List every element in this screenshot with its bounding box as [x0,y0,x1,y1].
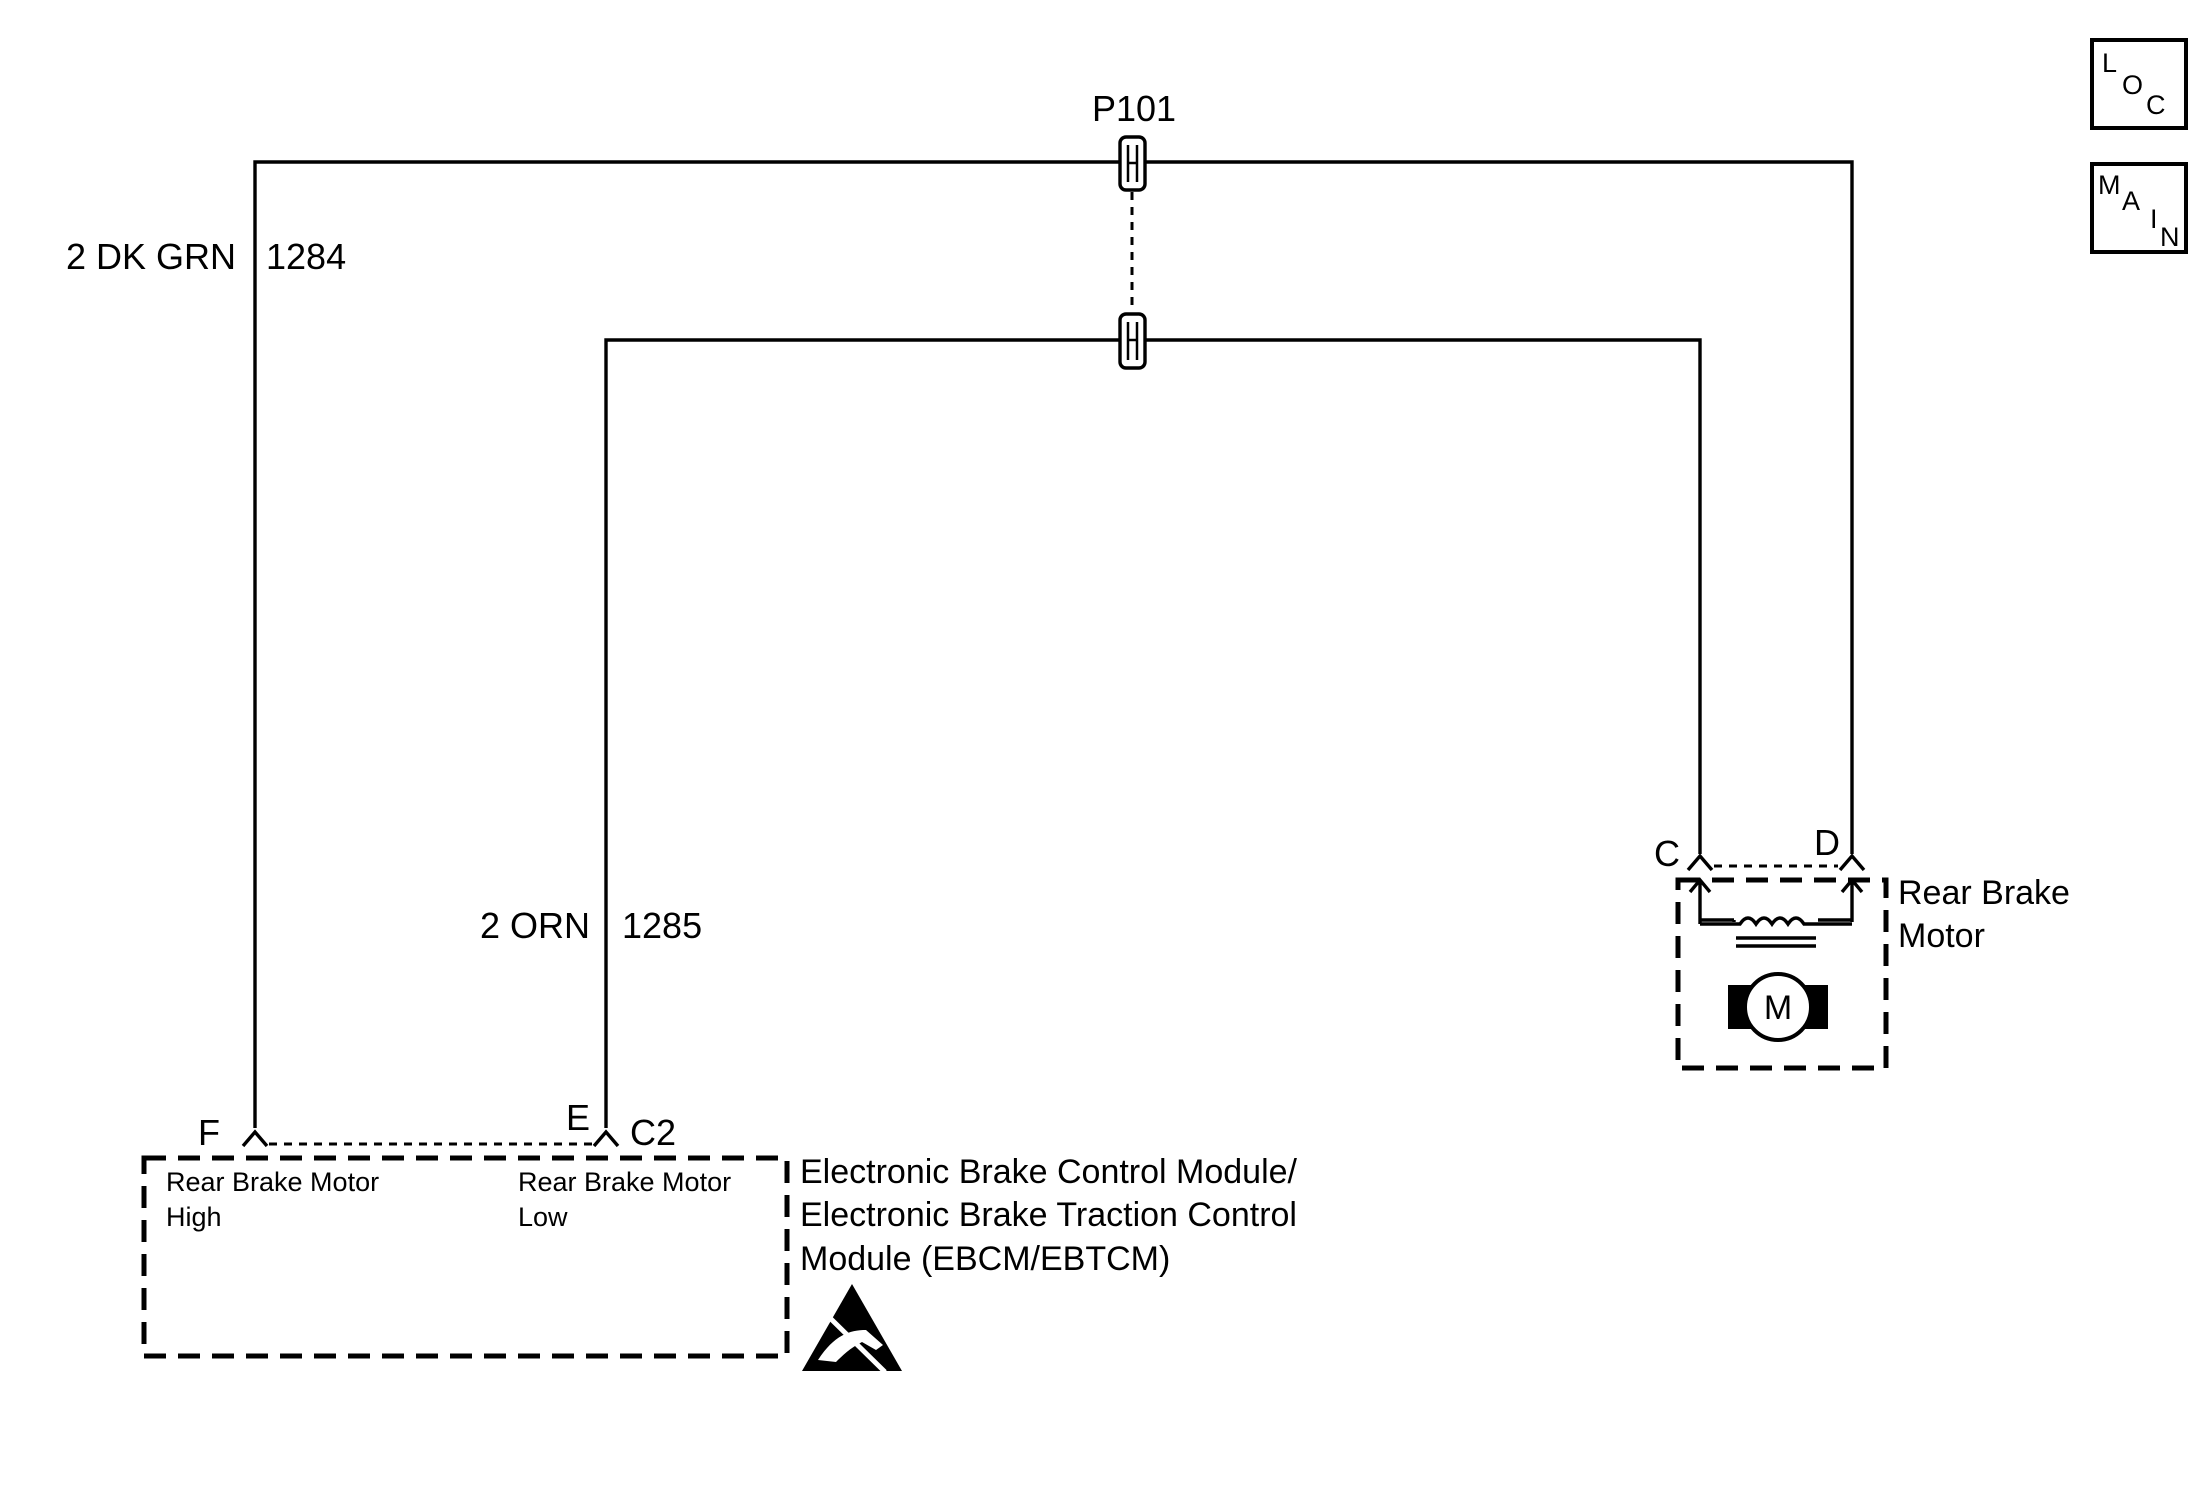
loc-button[interactable]: L O C [2090,38,2188,130]
ebcm-module [141,1129,790,1359]
ebcm-pin-f-terminal [241,1129,269,1148]
wire-1284-color: 2 DK GRN [66,236,236,277]
main-letter-m: M [2098,170,2121,200]
ebcm-pin-e-label: E [566,1097,590,1138]
ebcm-name-line1: Electronic Brake Control Module/ [800,1153,1298,1191]
wire-1285 [604,338,1702,1128]
main-letter-n: N [2160,222,2180,252]
motor-pin-d-terminal [1838,853,1866,872]
wire-1284 [253,160,1854,1128]
motor-symbol-letter: M [1764,989,1792,1027]
ebcm-func-low-line1: Rear Brake Motor [518,1167,731,1197]
ebcm-box [141,1155,790,1359]
loc-letter-l: L [2102,48,2117,78]
ebcm-connector-label: C2 [630,1112,676,1153]
ebcm-func-low-line2: Low [518,1202,568,1232]
motor-name-line1: Rear Brake [1898,874,2070,912]
loc-letter-c: C [2146,90,2166,120]
main-button[interactable]: M A I N [2090,162,2188,254]
main-letter-i: I [2150,204,2158,234]
motor-name-line2: Motor [1898,917,1985,955]
ebcm-func-high-line1: Rear Brake Motor [166,1167,379,1197]
motor-pin-c-label: C [1654,833,1680,874]
wire-1285-color: 2 ORN [480,905,590,946]
ebcm-name-line2: Electronic Brake Traction Control [800,1196,1297,1234]
motor-pin-d-label: D [1814,822,1840,863]
ebcm-func-high-line2: High [166,1202,222,1232]
motor-box [1675,877,1889,1071]
splice-p101 [1118,135,1147,370]
motor-symbol-icon [1743,972,1813,1042]
ebcm-name-line3: Module (EBCM/EBTCM) [800,1240,1170,1278]
splice-label: P101 [1092,88,1176,129]
loc-letter-o: O [2122,70,2143,100]
ebcm-pin-f-label: F [198,1112,220,1153]
esd-warning-icon [802,1284,902,1374]
ebcm-pin-e-terminal [592,1129,620,1148]
wire-1284-circuit: 1284 [266,236,346,277]
motor-coil [1698,916,1852,928]
main-letter-a: A [2122,186,2140,216]
wire-1285-circuit: 1285 [622,905,702,946]
rear-brake-motor [1675,853,1889,1071]
motor-pin-c-terminal [1686,853,1714,872]
